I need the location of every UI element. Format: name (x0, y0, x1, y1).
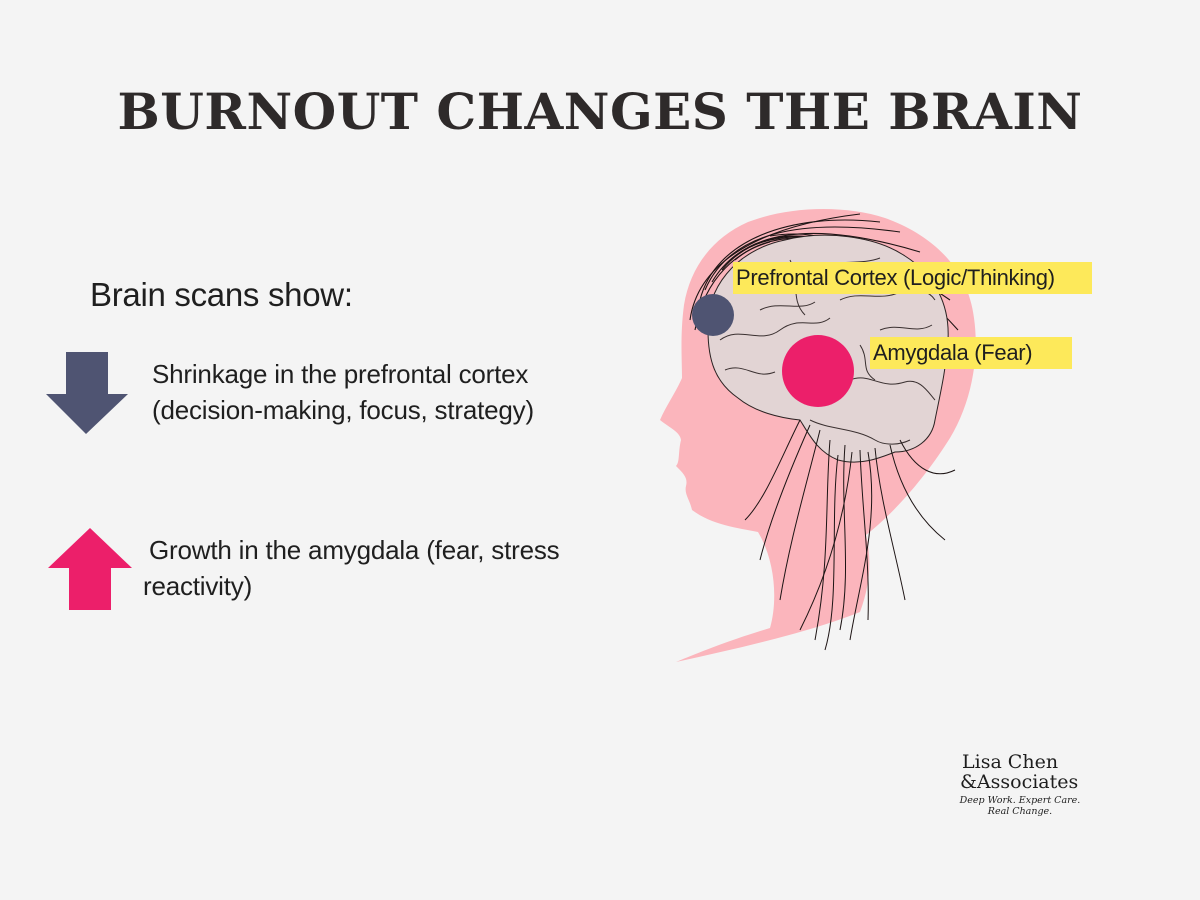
logo-tagline: Real Change. (987, 806, 1053, 817)
page-title: BURNOUT CHANGES THE BRAIN (117, 82, 1083, 141)
logo-tagline: Deep Work. Expert Care. (959, 795, 1081, 806)
amygdala-marker (782, 335, 854, 407)
arrow-down-icon (46, 352, 128, 434)
point-line: reactivity) (143, 571, 253, 601)
point-line: Shrinkage in the prefrontal cortex (152, 359, 529, 389)
point-prefrontal-shrinkage: Shrinkage in the prefrontal cortex (deci… (152, 356, 612, 428)
logo-name: Lisa Chen (962, 751, 1059, 773)
nerve-strands (744, 419, 956, 651)
logo-associates: &Associates (960, 771, 1079, 793)
point-line: (decision-making, focus, strategy) (152, 395, 534, 425)
prefrontal-cortex-label: Prefrontal Cortex (Logic/Thinking) (733, 262, 1092, 294)
amygdala-label: Amygdala (Fear) (870, 337, 1072, 369)
point-amygdala-growth: Growth in the amygdala (fear, stress rea… (143, 532, 613, 604)
brand-logo: Lisa Chen &Associates Deep Work. Expert … (952, 752, 1088, 817)
prefrontal-marker (692, 294, 734, 336)
intro-text: Brain scans show: (90, 276, 353, 313)
point-line: Growth in the amygdala (fear, stress (149, 535, 560, 565)
arrow-up-icon (48, 528, 132, 610)
